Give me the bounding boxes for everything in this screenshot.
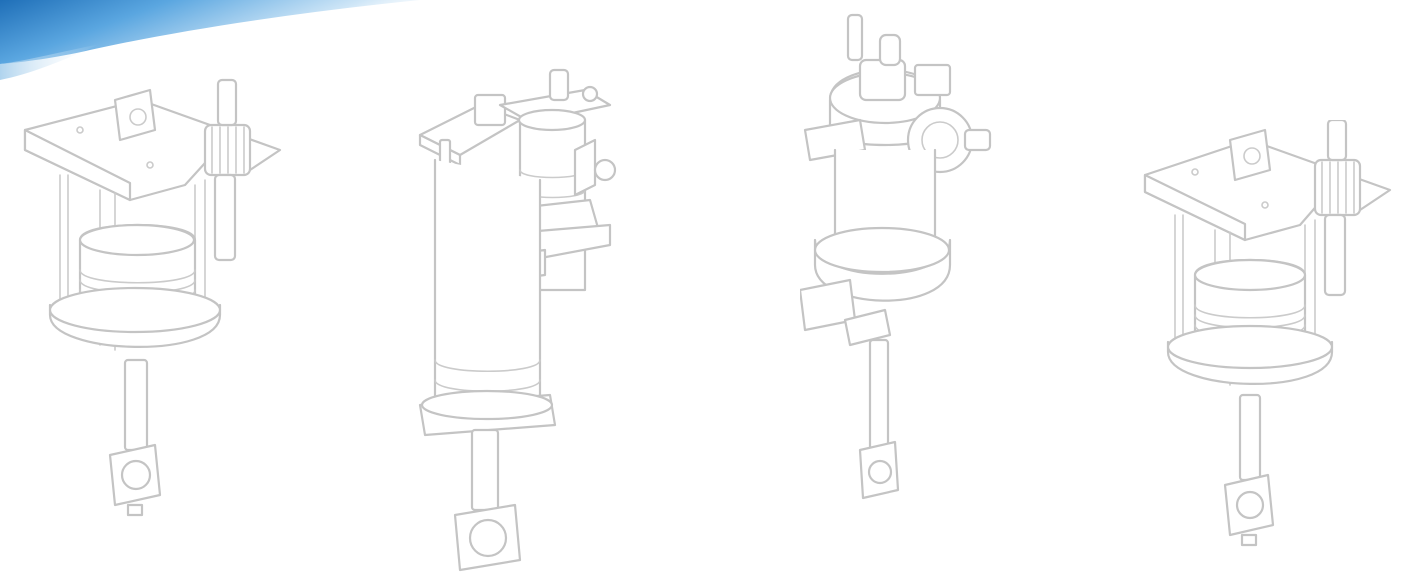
- separator-unit-3: [800, 10, 1000, 520]
- separator-unit-2: [410, 60, 640, 575]
- blue-swoosh-decoration: [0, 0, 420, 80]
- separator-unit-4: [1140, 120, 1400, 565]
- separator-unit-1: [20, 75, 300, 530]
